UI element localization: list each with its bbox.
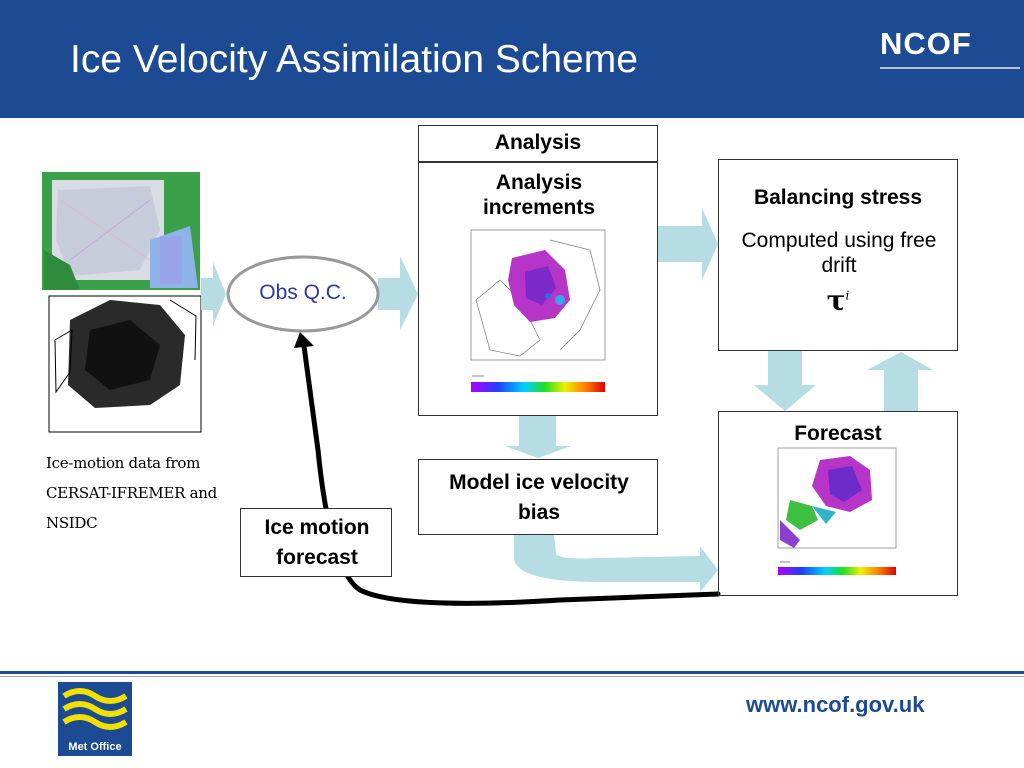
arrow-analysis-to-balancing	[658, 208, 718, 280]
ice-motion-forecast-box: Ice motion forecast	[240, 508, 392, 577]
arrow-forecast-to-balancing	[867, 352, 933, 411]
header-bar: Ice Velocity Assimilation Scheme NCOF	[0, 0, 1024, 118]
tau-symbol: τi	[718, 284, 958, 317]
nsidc-ice-map-image	[48, 295, 202, 433]
forecast-label: Forecast	[794, 422, 882, 445]
arrow-bias-to-forecast	[514, 534, 718, 592]
obs-qc-ellipse	[226, 255, 380, 333]
feedback-arrowhead	[294, 332, 314, 348]
analysis-increments-map-image	[470, 229, 606, 392]
ice-motion-forecast-label: Ice motion forecast	[264, 516, 370, 569]
footer-divider	[0, 671, 1024, 674]
ncof-logo: NCOF	[880, 26, 972, 61]
met-office-logo: Met Office	[58, 682, 132, 756]
met-office-wave-icon	[62, 688, 128, 730]
balancing-stress-title: Balancing stress	[753, 186, 923, 209]
tau-glyph: τ	[826, 284, 846, 317]
arrow-obs-to-qc	[201, 262, 226, 326]
met-office-text: Met Office	[68, 741, 122, 753]
tau-superscript: i	[845, 288, 850, 303]
ice-motion-map-image	[42, 172, 200, 290]
model-bias-label: Model ice velocity bias	[449, 471, 629, 524]
arrow-qc-to-analysis	[378, 256, 418, 330]
observation-caption: Ice-motion data from CERSAT-IFREMER and …	[46, 454, 217, 532]
ncof-logo-underline	[880, 67, 1020, 69]
slide-title: Ice Velocity Assimilation Scheme	[70, 38, 638, 81]
analysis-label: Analysis	[494, 131, 582, 154]
analysis-box: Analysis	[418, 125, 658, 163]
forecast-box: Forecast	[718, 411, 958, 596]
analysis-increments-label: Analysis increments	[482, 171, 596, 219]
obs-qc-label: Obs Q.C.	[259, 281, 347, 304]
balancing-stress-description: Computed using free drift	[741, 229, 937, 277]
model-bias-box: Model ice velocity bias	[418, 459, 658, 535]
balancing-stress-box: Balancing stress Computed using free dri…	[718, 159, 958, 351]
footer-divider-thin	[0, 676, 1024, 677]
arrow-analysis-to-bias	[505, 416, 571, 458]
arrow-balancing-to-forecast	[754, 351, 816, 411]
website-link[interactable]: www.ncof.gov.uk	[746, 692, 925, 717]
analysis-increments-box: Analysis increments	[418, 161, 658, 416]
forecast-map-image	[777, 447, 897, 575]
